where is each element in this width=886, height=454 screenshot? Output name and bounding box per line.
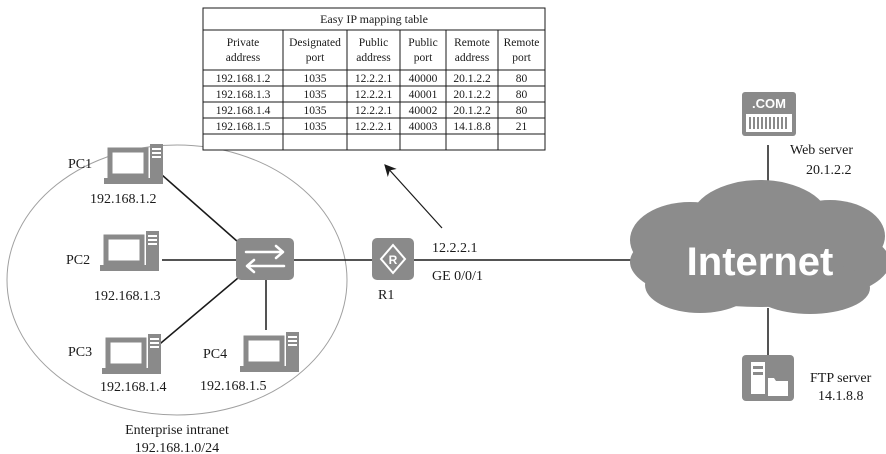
svg-text:R: R — [389, 253, 398, 267]
router-interface: GE 0/0/1 — [432, 269, 483, 284]
web-server-badge: .COM — [752, 96, 786, 111]
table-cell: 80 — [516, 105, 528, 117]
table-cell: 1035 — [304, 105, 327, 117]
intranet-subnet: 192.168.1.0/24 — [135, 441, 219, 454]
table-cell: 40003 — [409, 121, 438, 133]
table-header-line1: Remote — [454, 37, 490, 49]
pc4-name: PC4 — [203, 347, 227, 362]
table-header-line2: address — [455, 52, 490, 64]
table-cell: 1035 — [304, 121, 327, 133]
internet-cloud — [630, 180, 886, 314]
intranet-name: Enterprise intranet — [125, 423, 229, 438]
pc2[interactable] — [100, 231, 159, 271]
pc1-ip: 192.168.1.2 — [90, 192, 157, 207]
table-header-line2: port — [306, 52, 325, 64]
table-cell: 14.1.8.8 — [453, 121, 491, 133]
table-cell: 192.168.1.5 — [216, 121, 271, 133]
table-cell: 1035 — [304, 73, 327, 85]
pc2-ip: 192.168.1.3 — [94, 289, 161, 304]
router-public-ip: 12.2.2.1 — [432, 241, 478, 256]
pc3[interactable] — [102, 334, 161, 374]
table-header-line2: port — [512, 52, 531, 64]
arrow-to-table — [384, 164, 443, 229]
table-cell: 20.1.2.2 — [453, 73, 491, 85]
table-cell: 20.1.2.2 — [453, 89, 491, 101]
link-pc3-switch — [154, 277, 239, 349]
table-cell: 192.168.1.2 — [216, 73, 271, 85]
table-header-line2: address — [356, 52, 391, 64]
pc1[interactable] — [104, 144, 163, 184]
mapping-table-title: Easy IP mapping table — [320, 12, 428, 26]
table-header-line1: Remote — [504, 37, 540, 49]
pc3-name: PC3 — [68, 345, 92, 360]
table-cell: 80 — [516, 89, 528, 101]
table-cell: 12.2.2.1 — [355, 105, 393, 117]
pc4-ip: 192.168.1.5 — [200, 379, 267, 394]
pc2-name: PC2 — [66, 253, 90, 268]
table-cell: 40000 — [409, 73, 438, 85]
pc1-name: PC1 — [68, 157, 92, 172]
table-cell: 20.1.2.2 — [453, 105, 491, 117]
ftp-server-ip: 14.1.8.8 — [818, 389, 864, 404]
ftp-server-icon[interactable] — [742, 355, 794, 401]
table-cell: 1035 — [304, 89, 327, 101]
table-cell: 12.2.2.1 — [355, 121, 393, 133]
table-cell: 40001 — [409, 89, 438, 101]
table-cell: 40002 — [409, 105, 438, 117]
pc4[interactable] — [240, 332, 299, 372]
table-cell: 192.168.1.4 — [216, 105, 271, 117]
table-cell: 12.2.2.1 — [355, 89, 393, 101]
mapping-table-frame — [202, 7, 546, 151]
table-header-line1: Public — [408, 37, 437, 49]
web-server-name: Web server — [790, 143, 853, 158]
pc3-ip: 192.168.1.4 — [100, 380, 167, 395]
table-header-line2: port — [414, 52, 433, 64]
web-server-icon[interactable] — [742, 92, 796, 136]
table-header-line1: Designated — [289, 37, 341, 49]
table-header-line1: Private — [227, 37, 260, 49]
table-header-line1: Public — [359, 37, 388, 49]
table-cell: 80 — [516, 73, 528, 85]
ftp-server-name: FTP server — [810, 371, 872, 386]
links — [154, 145, 769, 355]
intranet-boundary — [6, 144, 348, 416]
web-server-ip: 20.1.2.2 — [806, 163, 852, 178]
table-header-line2: address — [226, 52, 261, 64]
switch-icon[interactable] — [236, 238, 294, 280]
internet-label: Internet — [687, 240, 834, 284]
router-icon[interactable]: R — [372, 238, 414, 280]
table-cell: 192.168.1.3 — [216, 89, 271, 101]
router-name: R1 — [378, 288, 394, 303]
table-cell: 21 — [516, 121, 528, 133]
table-cell: 12.2.2.1 — [355, 73, 393, 85]
link-pc1-switch — [161, 174, 239, 243]
